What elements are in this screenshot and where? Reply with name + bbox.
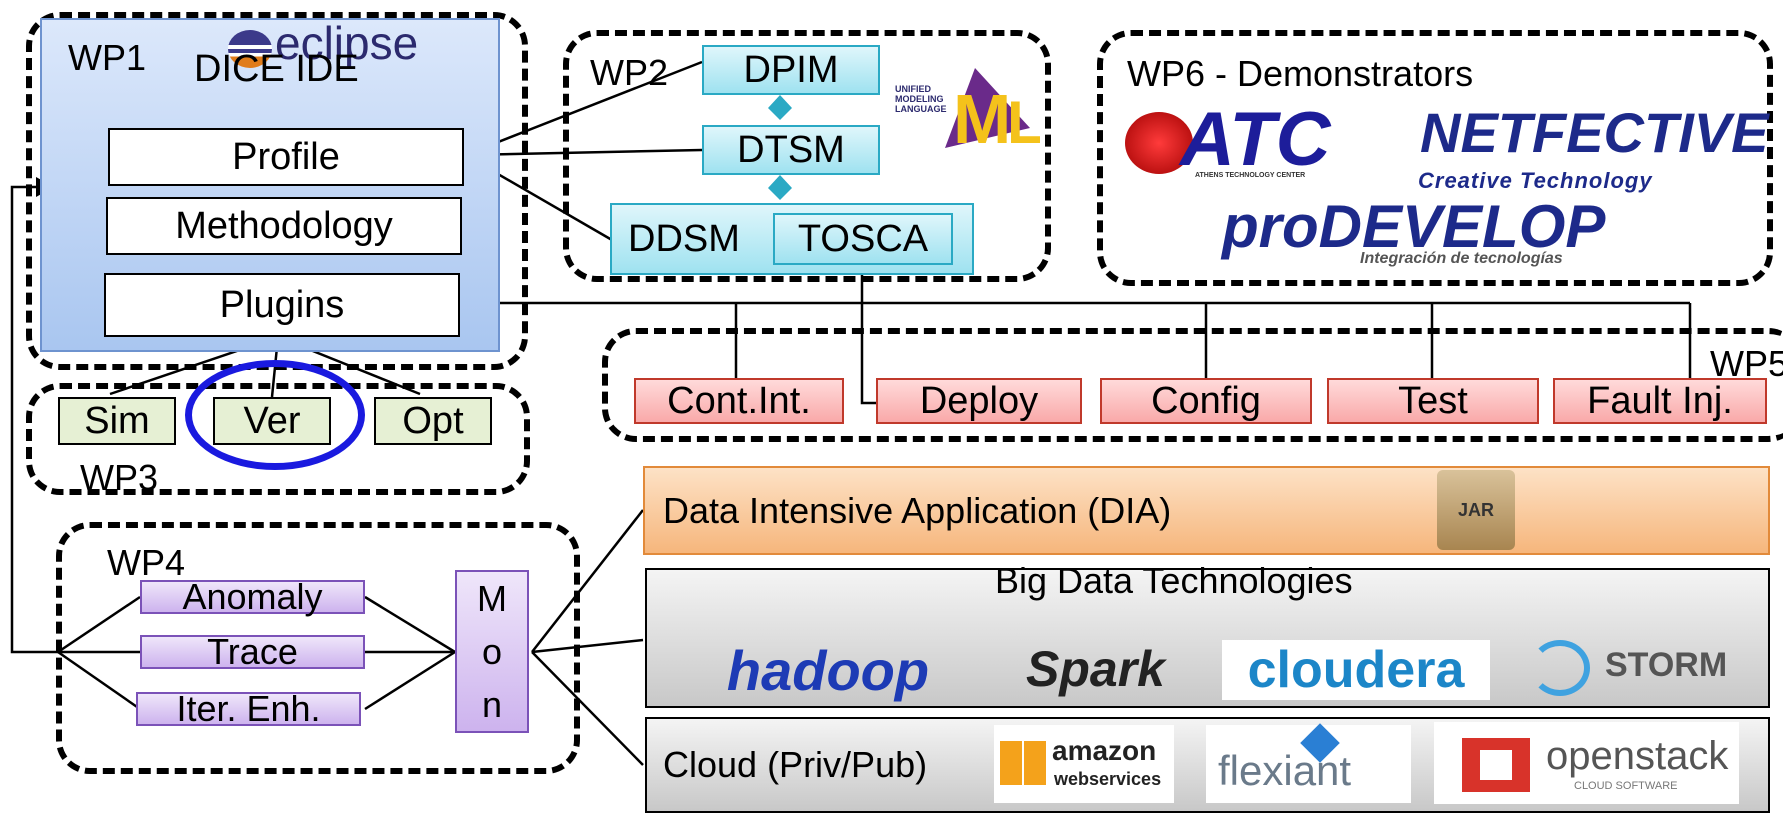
dice-ide-title: DICE IDE xyxy=(194,48,359,90)
openstack-logo: openstack CLOUD SOFTWARE xyxy=(1434,722,1739,804)
wp5-label: WP5 xyxy=(1710,343,1783,384)
mon-letter: M xyxy=(477,577,507,619)
plugins-box: Plugins xyxy=(104,273,460,337)
dtsm-box: DTSM xyxy=(702,125,880,175)
mon-letter: o xyxy=(481,630,503,672)
mon-box: M o n xyxy=(455,570,529,733)
test-box: Test xyxy=(1327,378,1539,424)
atc-logo-text: ATC xyxy=(1180,97,1331,182)
sim-box: Sim xyxy=(58,397,176,445)
wp3-label: WP3 xyxy=(80,457,159,498)
netfective-logo-text: NETFECTIVE xyxy=(1420,101,1769,164)
aws-cubes-icon xyxy=(1000,741,1046,785)
wp2-container xyxy=(563,30,1051,282)
spark-logo: Spark xyxy=(1026,641,1165,697)
fault-inj-box: Fault Inj. xyxy=(1553,378,1767,424)
flexiant-logo: flexiant xyxy=(1206,723,1411,803)
jar-icon: JAR xyxy=(1437,470,1515,550)
methodology-box: Methodology xyxy=(106,197,462,255)
wp2-label: WP2 xyxy=(590,52,669,93)
dia-layer xyxy=(643,466,1770,555)
openstack-subtitle: CLOUD SOFTWARE xyxy=(1574,780,1678,792)
flexiant-text: flexiant xyxy=(1218,747,1352,794)
cont-int-box: Cont.Int. xyxy=(634,378,844,424)
deploy-box: Deploy xyxy=(876,378,1082,424)
wp5-container xyxy=(602,328,1783,442)
trace-box: Trace xyxy=(140,631,365,672)
netfective-subtitle: Creative Technology xyxy=(1418,168,1653,193)
cloudera-logo: cloudera xyxy=(1222,640,1490,700)
wp6-container xyxy=(1097,30,1773,286)
dpim-box: DPIM xyxy=(702,45,880,95)
amazon-logo: amazon webservices xyxy=(994,725,1174,803)
hadoop-logo: hadoop xyxy=(726,638,930,702)
prodevelop-logo-text: proDEVELOP xyxy=(1222,193,1606,260)
ver-highlight-circle xyxy=(185,360,365,470)
svg-text:M: M xyxy=(953,80,1011,158)
svg-text:L: L xyxy=(1007,89,1040,156)
iter-enh-box: Iter. Enh. xyxy=(136,688,361,729)
atc-logo-icon xyxy=(1125,112,1193,174)
wp6-label: WP6 - Demonstrators xyxy=(1127,53,1474,94)
bigdata-label: Big Data Technologies xyxy=(995,560,1353,601)
wp1-label: WP1 xyxy=(68,37,147,78)
storm-cloud-icon xyxy=(1530,640,1590,696)
uml-logo-icon: M L xyxy=(945,68,1040,158)
config-box: Config xyxy=(1100,378,1312,424)
wp4-container xyxy=(56,522,580,774)
opt-box: Opt xyxy=(374,397,492,445)
storm-logo: STORM xyxy=(1605,646,1728,684)
anomaly-box: Anomaly xyxy=(140,576,365,617)
eclipse-logo-text: eclipse xyxy=(275,17,419,69)
amazon-text: amazon xyxy=(1052,735,1157,766)
uml-text: UNIFIED MODELING LANGUAGE xyxy=(895,84,947,114)
atc-subtitle: ATHENS TECHNOLOGY CENTER xyxy=(1195,172,1306,179)
tosca-box: TOSCA xyxy=(773,213,953,265)
webservices-text: webservices xyxy=(1054,769,1162,789)
dia-label: Data Intensive Application (DIA) xyxy=(663,490,1172,531)
ddsm-label: DDSM xyxy=(628,217,740,260)
prodevelop-subtitle: Integración de tecnologías xyxy=(1360,250,1563,267)
openstack-text: openstack xyxy=(1546,734,1729,778)
cloud-label: Cloud (Priv/Pub) xyxy=(663,744,928,785)
eclipse-logo-icon xyxy=(228,30,272,68)
mon-letter: n xyxy=(481,683,503,725)
openstack-icon xyxy=(1462,738,1530,792)
profile-box: Profile xyxy=(108,128,464,186)
wp4-label: WP4 xyxy=(107,542,186,583)
